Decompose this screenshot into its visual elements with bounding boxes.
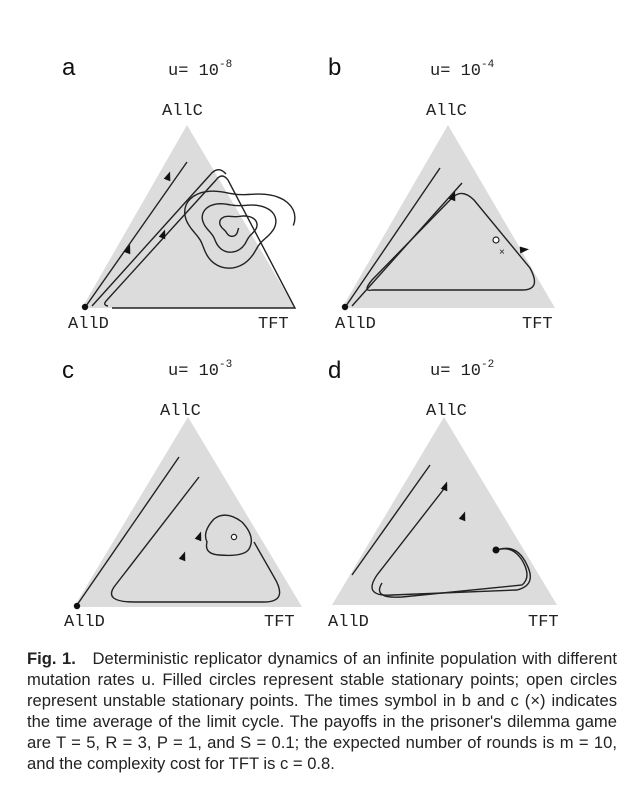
arrow-icon <box>194 531 202 542</box>
panel-label: b <box>328 54 341 81</box>
limit-cycle <box>204 514 252 557</box>
stable-point <box>341 303 349 311</box>
panel-label: c <box>62 357 74 384</box>
panel-b: b u= 10-4 AllC AllD TFT × <box>328 54 555 334</box>
arrow-icon <box>440 481 448 492</box>
vertex-label-top: AllC <box>162 102 203 121</box>
mutation-rate: u= 10-4 <box>430 59 495 81</box>
trajectory <box>76 456 180 606</box>
arrow-icon <box>519 246 529 254</box>
vertex-label-left: AllD <box>335 315 376 334</box>
arrow-icon <box>178 551 186 562</box>
panel-label: d <box>328 357 341 384</box>
time-average-marker: × <box>499 247 505 258</box>
trajectory <box>91 169 227 307</box>
vertex-label-right: TFT <box>258 315 289 334</box>
mutation-rate: u= 10-8 <box>168 59 232 81</box>
limit-cycle <box>366 192 536 291</box>
trajectory <box>104 175 297 309</box>
stable-point <box>492 546 500 554</box>
unstable-point <box>492 236 500 244</box>
vertex-label-left: AllD <box>68 315 109 334</box>
caption-label: Fig. 1. <box>27 649 76 668</box>
arrow-icon <box>158 229 166 240</box>
spiral-trajectory <box>183 190 296 269</box>
simplex-triangle <box>332 417 557 605</box>
figure-panels: a u= 10-8 AllC AllD TFT b u= 10-4 AllC A… <box>62 54 559 632</box>
vertex-label-left: AllD <box>64 613 105 632</box>
caption-text: Deterministic replicator dynamics of an … <box>27 649 617 773</box>
panel-d: d u= 10-2 AllC AllD TFT <box>328 357 559 632</box>
vertex-label-right: TFT <box>264 613 295 632</box>
vertex-label-left: AllD <box>328 613 369 632</box>
direction-arrows <box>123 171 529 562</box>
unstable-point <box>230 533 238 541</box>
figure-caption: Fig. 1. Deterministic replicator dynamic… <box>27 648 617 774</box>
panel-a: a u= 10-8 AllC AllD TFT <box>62 54 297 334</box>
simplex-triangle <box>74 417 302 607</box>
panel-label: a <box>62 54 76 81</box>
vertex-label-top: AllC <box>160 402 201 421</box>
stable-point <box>81 303 89 311</box>
arrow-icon <box>123 244 131 255</box>
mutation-rate: u= 10-2 <box>430 359 494 381</box>
arrow-icon <box>448 191 456 202</box>
arrow-icon <box>458 511 466 522</box>
vertex-label-right: TFT <box>522 315 553 334</box>
trajectory <box>378 548 528 598</box>
trajectory <box>110 476 281 603</box>
stable-point <box>73 602 81 610</box>
vertex-label-right: TFT <box>528 613 559 632</box>
vertex-label-top: AllC <box>426 102 467 121</box>
vertex-label-top: AllC <box>426 402 467 421</box>
simplex-triangle <box>82 125 295 308</box>
panel-c: c u= 10-3 AllC AllD TFT <box>62 357 302 632</box>
trajectory <box>371 484 531 596</box>
simplex-triangle <box>342 125 555 308</box>
trajectory <box>351 464 431 576</box>
trajectory <box>85 161 188 307</box>
arrow-icon <box>163 171 171 182</box>
trajectory <box>345 167 441 307</box>
mutation-rate: u= 10-3 <box>168 359 232 381</box>
